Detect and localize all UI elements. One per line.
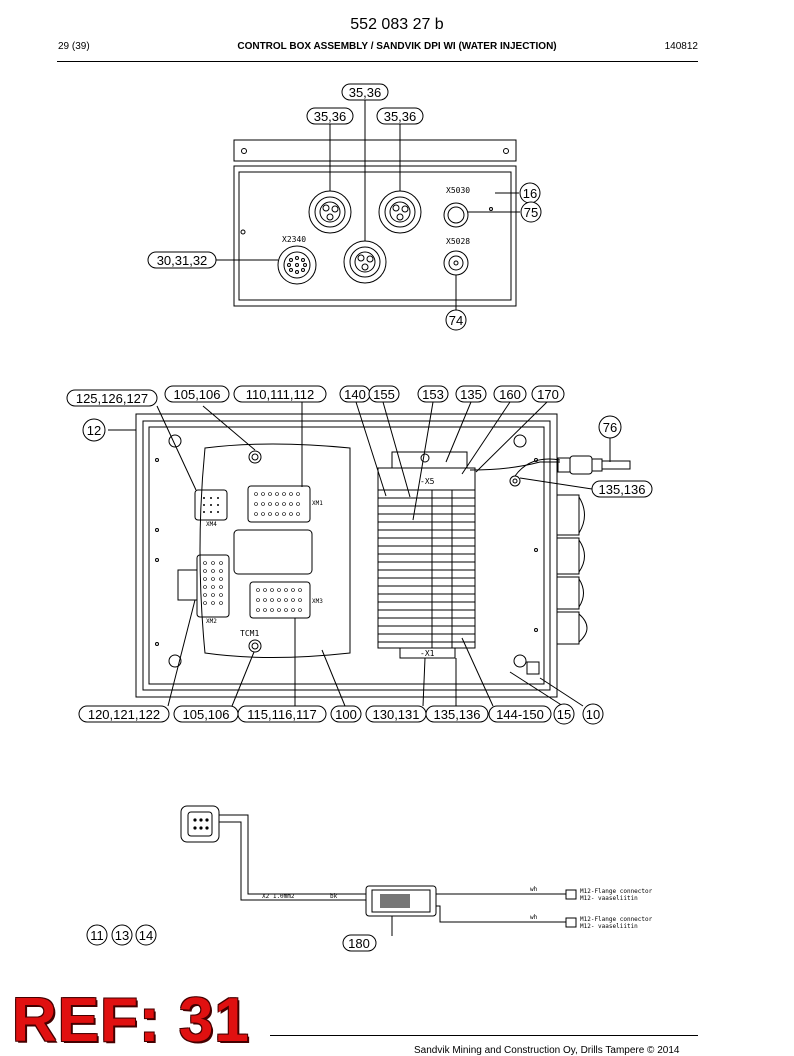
callout-140: 140 — [344, 387, 366, 402]
label-xm3: XM3 — [312, 598, 323, 605]
label-x1: -X1 — [420, 649, 435, 658]
callout-10: 10 — [586, 707, 600, 722]
control-box-enclosure — [135, 413, 558, 698]
label-xm1: XM1 — [312, 500, 323, 507]
label-tcm1: TCM1 — [240, 629, 259, 638]
connector-harness — [180, 805, 577, 936]
wire-label-wh-1: wh — [530, 886, 538, 893]
connector-pins — [203, 497, 219, 513]
connector-x2340 — [277, 245, 317, 285]
callout-160: 160 — [499, 387, 521, 402]
callout-35-36-right: 35,36 — [384, 109, 417, 124]
document-date: 140812 — [664, 41, 698, 52]
callout-135: 135 — [460, 387, 482, 402]
terminal-text-2b: M12- vaaseliitin — [580, 923, 638, 930]
callout-105-106-top: 105,106 — [174, 387, 221, 402]
callout-135-136-side: 135,136 — [599, 482, 646, 497]
page-number: 29 (39) — [58, 41, 90, 52]
callout-155: 155 — [373, 387, 395, 402]
footer-divider — [270, 1035, 698, 1036]
header-divider — [57, 61, 698, 62]
callout-12: 12 — [87, 423, 101, 438]
document-number: 552 083 27 b — [350, 16, 444, 33]
label-xm2: XM2 — [206, 618, 217, 625]
top-view-enclosure — [233, 139, 517, 307]
label-x5: -X5 — [420, 477, 435, 486]
callout-153: 153 — [422, 387, 444, 402]
callout-170: 170 — [537, 387, 559, 402]
callout-180: 180 — [348, 936, 370, 951]
cable-gland-center — [343, 240, 387, 284]
callout-75: 75 — [524, 205, 538, 220]
callout-bubbles — [66, 83, 653, 952]
callout-35-36-left: 35,36 — [314, 109, 347, 124]
wire-label-wh-2: wh — [530, 914, 538, 921]
cable-gland-right — [378, 190, 422, 234]
wire-label-bk: bk — [330, 893, 338, 900]
callout-30-31-32: 30,31,32 — [157, 253, 208, 268]
callout-125-126-127: 125,126,127 — [76, 391, 148, 406]
callout-35-36-top: 35,36 — [349, 85, 382, 100]
connector-x5030 — [443, 202, 469, 228]
terminal-text-1b: M12- vaaseliitin — [580, 895, 638, 902]
terminal-text-2a: M12-Flange connector — [580, 916, 653, 923]
callout-14: 14 — [139, 928, 153, 943]
callout-74: 74 — [449, 313, 463, 328]
m12-connector — [469, 455, 631, 487]
reference-stamp: REF: 31 — [12, 986, 250, 1055]
cable-gland-left — [308, 190, 352, 234]
callout-16: 16 — [523, 186, 537, 201]
callout-115-116-117: 115,116,117 — [247, 707, 316, 722]
side-cable-glands — [556, 494, 588, 645]
label-x2340: X2340 — [282, 235, 306, 244]
callout-135-136-bottom: 135,136 — [434, 707, 481, 722]
callout-110-111-112: 110,111,112 — [246, 387, 314, 402]
callout-13: 13 — [115, 928, 129, 943]
callout-11: 11 — [90, 928, 104, 943]
label-xm4: XM4 — [206, 521, 217, 528]
label-x5030: X5030 — [446, 186, 470, 195]
wire-label-x2: X2 1.0mm2 — [262, 893, 295, 900]
callout-120-121-122: 120,121,122 — [88, 707, 160, 722]
callout-130-131: 130,131 — [373, 707, 420, 722]
callout-76: 76 — [603, 420, 617, 435]
connector-x5028 — [443, 250, 469, 276]
callout-105-106-bottom: 105,106 — [183, 707, 230, 722]
terminal-block — [377, 451, 476, 659]
callout-15: 15 — [557, 707, 571, 722]
label-x5028: X5028 — [446, 237, 470, 246]
tcm1-control-module — [177, 443, 351, 658]
footer-copyright: Sandvik Mining and Construction Oy, Dril… — [414, 1045, 680, 1056]
page-title: CONTROL BOX ASSEMBLY / SANDVIK DPI WI (W… — [237, 41, 557, 52]
callout-100: 100 — [335, 707, 357, 722]
callout-144-150: 144-150 — [496, 707, 544, 722]
terminal-text-1a: M12-Flange connector — [580, 888, 653, 895]
